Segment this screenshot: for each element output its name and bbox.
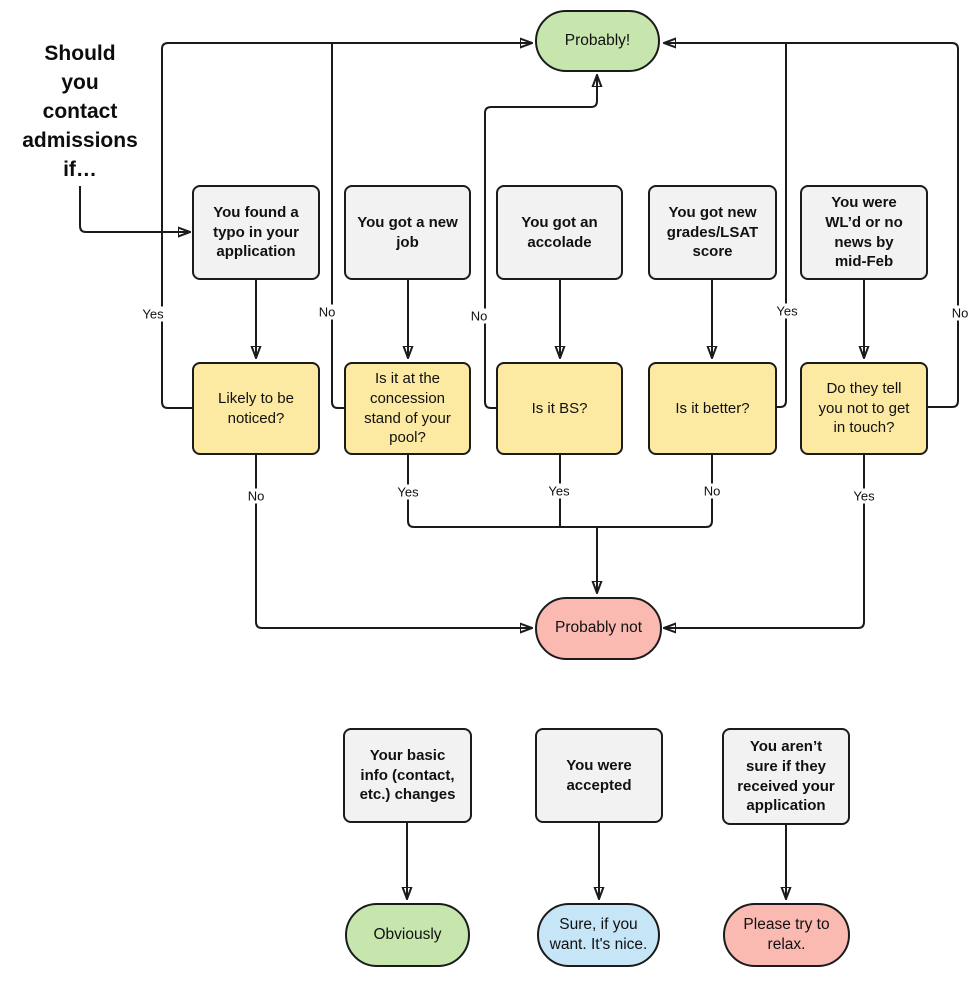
- edge-noticed-yes-to-probably: [161, 43, 531, 409]
- node-concession: Is it at the concession stand of your po…: [344, 362, 471, 455]
- node-touch: Do they tell you not to get in touch?: [800, 362, 928, 455]
- edge-label-touch-yes: Yes: [851, 488, 877, 504]
- edge-label-noticed-yes: Yes: [140, 306, 166, 322]
- node-bs: Is it BS?: [496, 362, 623, 455]
- node-sure: Sure, if you want. It's nice.: [537, 903, 660, 967]
- edge-concession-yes-better-no-merge: [407, 455, 713, 528]
- edge-label-touch-no: No: [949, 305, 971, 321]
- node-grades: You got new grades/LSAT score: [648, 185, 777, 280]
- node-waitlist: You were WL’d or no news by mid-Feb: [800, 185, 928, 280]
- node-better: Is it better?: [648, 362, 777, 455]
- edge-better-yes-join: [777, 44, 787, 408]
- node-not-sure: You aren’t sure if they received your ap…: [722, 728, 850, 825]
- node-relax: Please try to relax.: [723, 903, 850, 967]
- edge-label-bs-no: No: [468, 308, 490, 324]
- node-typo: You found a typo in your application: [192, 185, 320, 280]
- edge-label-noticed-no: No: [245, 488, 267, 504]
- node-new-job: You got a new job: [344, 185, 471, 280]
- node-accepted: You were accepted: [535, 728, 663, 823]
- node-obviously: Obviously: [345, 903, 470, 967]
- edge-touch-no-to-probably: [665, 43, 959, 408]
- node-basic-info: Your basic info (contact, etc.) changes: [343, 728, 472, 823]
- edge-label-concession-no: No: [316, 304, 338, 320]
- node-accolade: You got an accolade: [496, 185, 623, 280]
- node-probably: Probably!: [535, 10, 660, 72]
- node-noticed: Likely to be noticed?: [192, 362, 320, 455]
- edge-label-concession-yes: Yes: [395, 484, 421, 500]
- edge-title-to-typo: [79, 186, 189, 232]
- edge-noticed-no-to-probablynot: [255, 455, 531, 628]
- edge-bs-no-to-probably: [484, 76, 597, 409]
- edge-touch-yes-to-probablynot: [665, 455, 865, 628]
- diagram-title: Should you contact admissions if…: [22, 42, 138, 181]
- edge-label-bs-yes: Yes: [546, 483, 572, 499]
- edge-label-better-no: No: [701, 483, 723, 499]
- node-probably-not: Probably not: [535, 597, 662, 660]
- edge-concession-no-join: [331, 44, 344, 409]
- edge-label-better-yes: Yes: [774, 303, 800, 319]
